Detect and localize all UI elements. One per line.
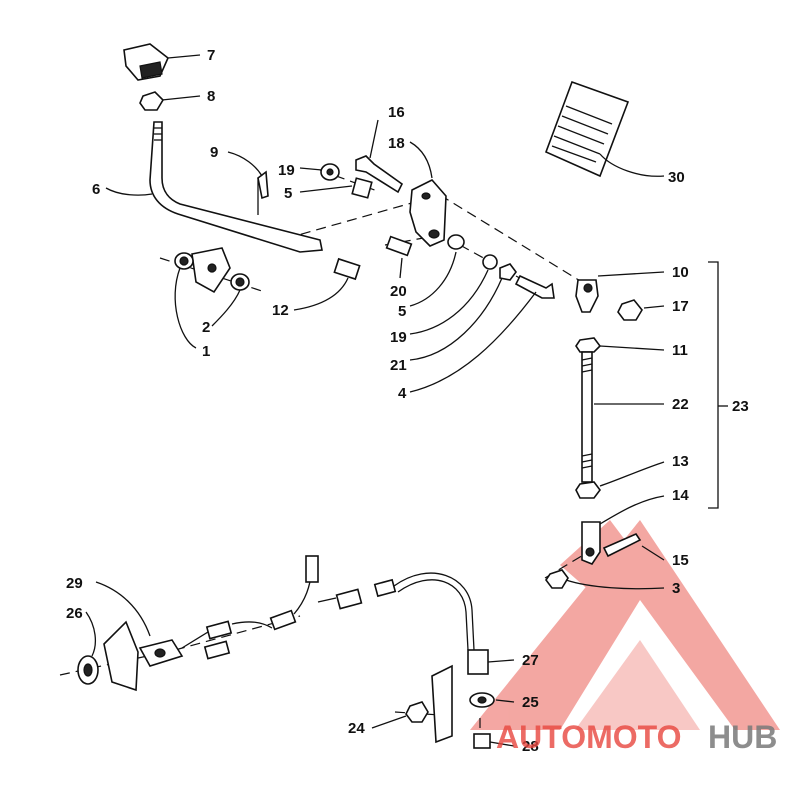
callout-16: 16: [388, 104, 405, 121]
leader-lines: [85, 54, 728, 747]
callout-5-upper: 5: [284, 185, 292, 202]
callout-12: 12: [272, 302, 289, 319]
upper-bracket-assembly: [320, 155, 447, 247]
callout-17: 17: [672, 298, 689, 315]
callout-27: 27: [522, 652, 539, 669]
callout-8: 8: [207, 88, 215, 105]
callout-19-lower: 19: [390, 329, 407, 346]
assembly-axes: [59, 169, 601, 750]
callout-5-lower: 5: [398, 303, 406, 320]
shift-lever-rod: [149, 121, 323, 253]
callout-18: 18: [388, 135, 405, 152]
pin-12: [333, 257, 361, 281]
callout-21: 21: [390, 357, 407, 374]
callout-15: 15: [672, 552, 689, 569]
linkage-pivot-hardware: [385, 234, 555, 299]
watermark-wordmark: AUTOMOTO HUB: [496, 719, 777, 755]
shift-knob: [123, 43, 169, 81]
watermark-text-gray: HUB: [708, 719, 777, 755]
callout-30: 30: [668, 169, 685, 186]
callout-1: 1: [202, 343, 210, 360]
shift-rod-assembly: [545, 279, 643, 589]
pivot-plate-1: [174, 247, 250, 294]
callout-14: 14: [672, 487, 689, 504]
callout-19-upper: 19: [278, 162, 295, 179]
callout-4: 4: [398, 385, 407, 402]
lower-switch-bracket: [405, 649, 495, 749]
callout-23: 23: [732, 398, 749, 415]
watermark-logo: [470, 520, 780, 730]
wiring-harness: [181, 555, 475, 660]
callout-28: 28: [522, 738, 539, 755]
callout-13: 13: [672, 453, 689, 470]
callout-9: 9: [210, 144, 218, 161]
callout-numbers: 7 8 9 6 16 18 19 5 30 12 2 1 20 5 19 21 …: [66, 47, 749, 755]
callout-20: 20: [390, 283, 407, 300]
watermark-text-red: AUTOMOTO: [496, 719, 681, 755]
callout-24: 24: [348, 720, 365, 737]
cotter-pin-9: [257, 170, 269, 200]
callout-26: 26: [66, 605, 83, 622]
callout-6: 6: [92, 181, 100, 198]
callout-3: 3: [672, 580, 680, 597]
callout-7: 7: [207, 47, 215, 64]
callout-22: 22: [672, 396, 689, 413]
callout-10: 10: [672, 264, 689, 281]
callout-11: 11: [672, 342, 688, 359]
reverse-switch-assembly: [77, 620, 184, 692]
callout-2: 2: [202, 319, 210, 336]
nut-8: [139, 91, 165, 111]
callout-25: 25: [522, 694, 539, 711]
warning-decal-30: [544, 80, 630, 178]
callout-29: 29: [66, 575, 83, 592]
